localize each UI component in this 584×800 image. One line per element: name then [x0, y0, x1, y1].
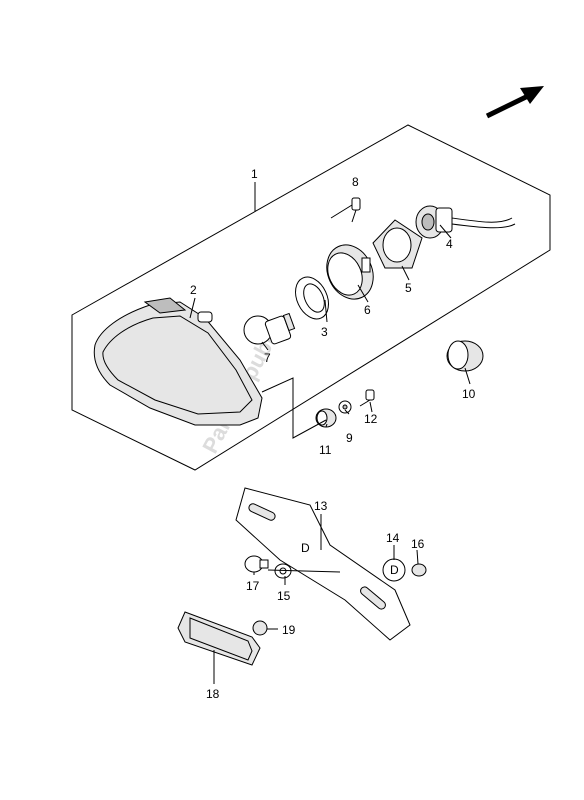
nut-16	[411, 563, 427, 577]
callout-19: 19	[282, 623, 296, 637]
svg-text:D: D	[301, 541, 310, 555]
callout-6: 6	[364, 303, 371, 317]
assembly-link-lines	[261, 377, 327, 439]
callout-1: 1	[251, 167, 258, 181]
nut-19	[252, 620, 268, 636]
callout-14: 14	[386, 531, 400, 545]
svg-text:D: D	[390, 563, 399, 577]
washer-9	[338, 400, 352, 414]
washer-15	[274, 563, 292, 579]
callout-7: 7	[264, 351, 271, 365]
callout-3: 3	[321, 325, 328, 339]
callout-16: 16	[411, 537, 425, 551]
reflector	[177, 611, 261, 666]
callout-15: 15	[277, 589, 291, 603]
tail-light-lens	[93, 297, 263, 426]
socket-housing	[326, 244, 374, 300]
screw-12	[359, 389, 375, 407]
grommet-10	[446, 340, 484, 372]
screw-8	[351, 197, 361, 223]
arrow-up-right-icon	[485, 86, 544, 119]
callout-4: 4	[446, 237, 453, 251]
callout-13: 13	[314, 499, 328, 513]
bulb	[243, 312, 296, 345]
bolt-17	[244, 555, 269, 573]
assembly-outline	[71, 124, 551, 471]
callout-10: 10	[462, 387, 476, 401]
callout-17: 17	[246, 579, 260, 593]
clamp-14: D	[382, 558, 406, 582]
callout-11: 11	[319, 443, 332, 457]
callout-12: 12	[364, 412, 378, 426]
callout-5: 5	[405, 281, 412, 295]
bracket-plate	[372, 219, 423, 269]
callout-2: 2	[190, 283, 197, 297]
callout-8: 8	[352, 175, 359, 189]
socket-with-wire	[415, 205, 516, 239]
callout-9: 9	[346, 431, 353, 445]
license-bracket: D	[235, 487, 411, 641]
leader-lines	[189, 182, 471, 684]
callout-18: 18	[206, 687, 220, 701]
gasket-ring	[295, 276, 329, 320]
